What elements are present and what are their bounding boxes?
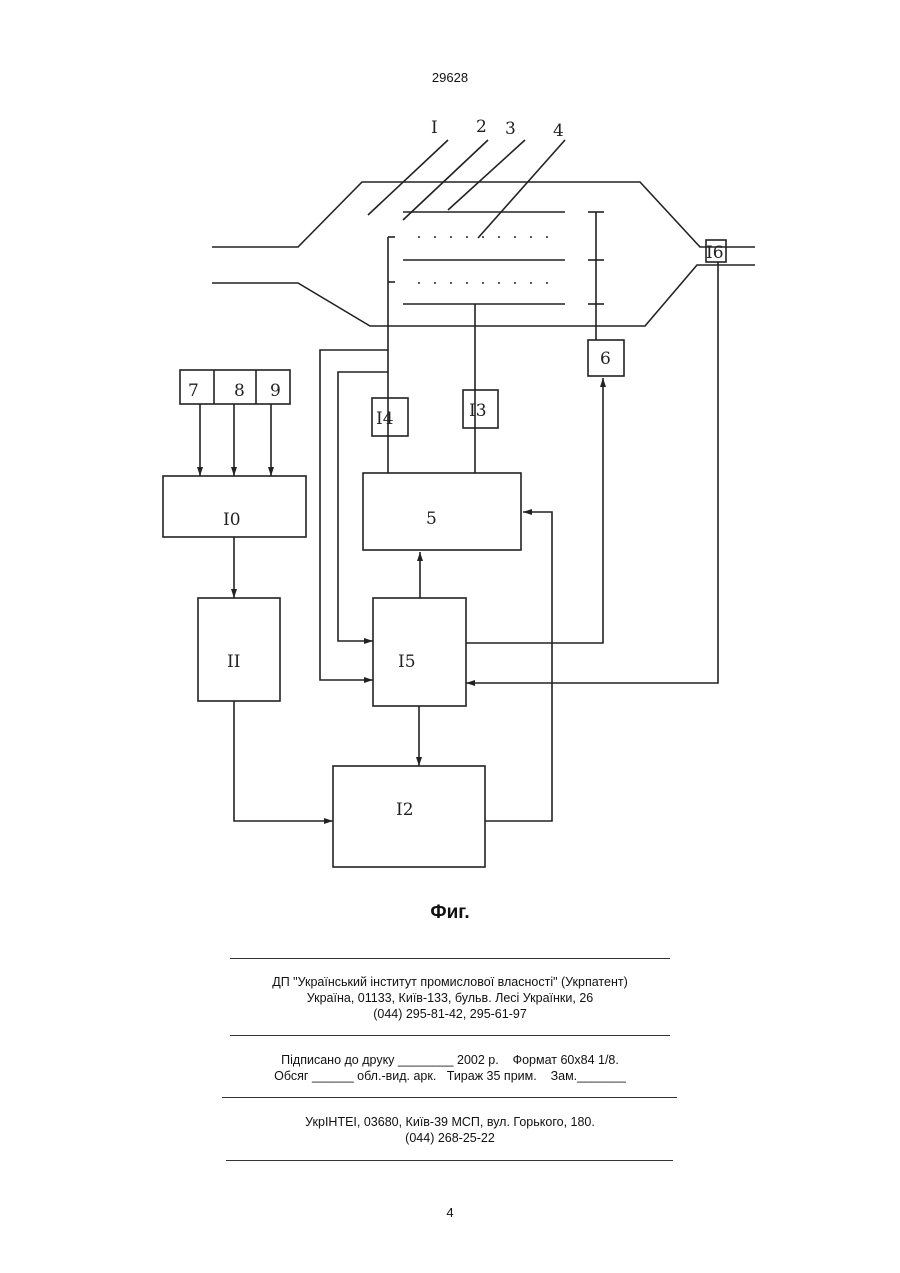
label-1: I xyxy=(431,118,438,138)
printer-info: УкрІНТЕІ, 03680, Київ-39 МСП, вул. Горьк… xyxy=(0,1114,900,1146)
label-15: I5 xyxy=(398,652,416,672)
page-number: 4 xyxy=(0,1205,900,1220)
printer-phone: (044) 268-25-22 xyxy=(0,1130,900,1146)
divider-4 xyxy=(226,1160,673,1161)
publisher-info: ДП "Український інститут промислової вла… xyxy=(0,974,900,1022)
label-4: 4 xyxy=(553,121,564,141)
label-11: II xyxy=(227,652,240,672)
leader-lines xyxy=(368,140,565,238)
label-10: I0 xyxy=(223,510,241,530)
label-3: 3 xyxy=(505,119,516,139)
block-diagram: I 2 3 4 7 8 9 6 I3 I4 I6 I0 5 II I5 I2 xyxy=(0,0,900,900)
label-9: 9 xyxy=(270,381,281,401)
connection-lines xyxy=(200,262,718,821)
label-7: 7 xyxy=(188,381,199,401)
divider-3 xyxy=(222,1097,677,1098)
print-info: Підписано до друку ________ 2002 р. Форм… xyxy=(0,1052,900,1084)
label-13: I3 xyxy=(469,401,487,421)
label-12: I2 xyxy=(396,800,414,820)
publisher-address: Україна, 01133, Київ-133, бульв. Лесі Ук… xyxy=(0,990,900,1006)
publisher-line: ДП "Український інститут промислової вла… xyxy=(0,974,900,990)
printer-address: УкрІНТЕІ, 03680, Київ-39 МСП, вул. Горьк… xyxy=(0,1114,900,1130)
publisher-phone: (044) 295-81-42, 295-61-97 xyxy=(0,1006,900,1022)
label-8: 8 xyxy=(234,381,245,401)
label-6: 6 xyxy=(600,349,611,369)
block-15 xyxy=(373,598,466,706)
label-2: 2 xyxy=(476,117,487,137)
label-16: I6 xyxy=(706,243,724,263)
label-14: I4 xyxy=(376,409,394,429)
block-11 xyxy=(198,598,280,701)
print-info-line-2: Обсяг ______ обл.-вид. арк. Тираж 35 при… xyxy=(0,1068,900,1084)
block-5 xyxy=(363,473,521,550)
catalyst-plates xyxy=(388,212,565,304)
print-info-line-1: Підписано до друку ________ 2002 р. Форм… xyxy=(0,1052,900,1068)
divider-1 xyxy=(230,958,670,959)
figure-caption: Фиг. xyxy=(0,902,900,924)
divider-2 xyxy=(230,1035,670,1036)
label-5: 5 xyxy=(426,509,437,529)
